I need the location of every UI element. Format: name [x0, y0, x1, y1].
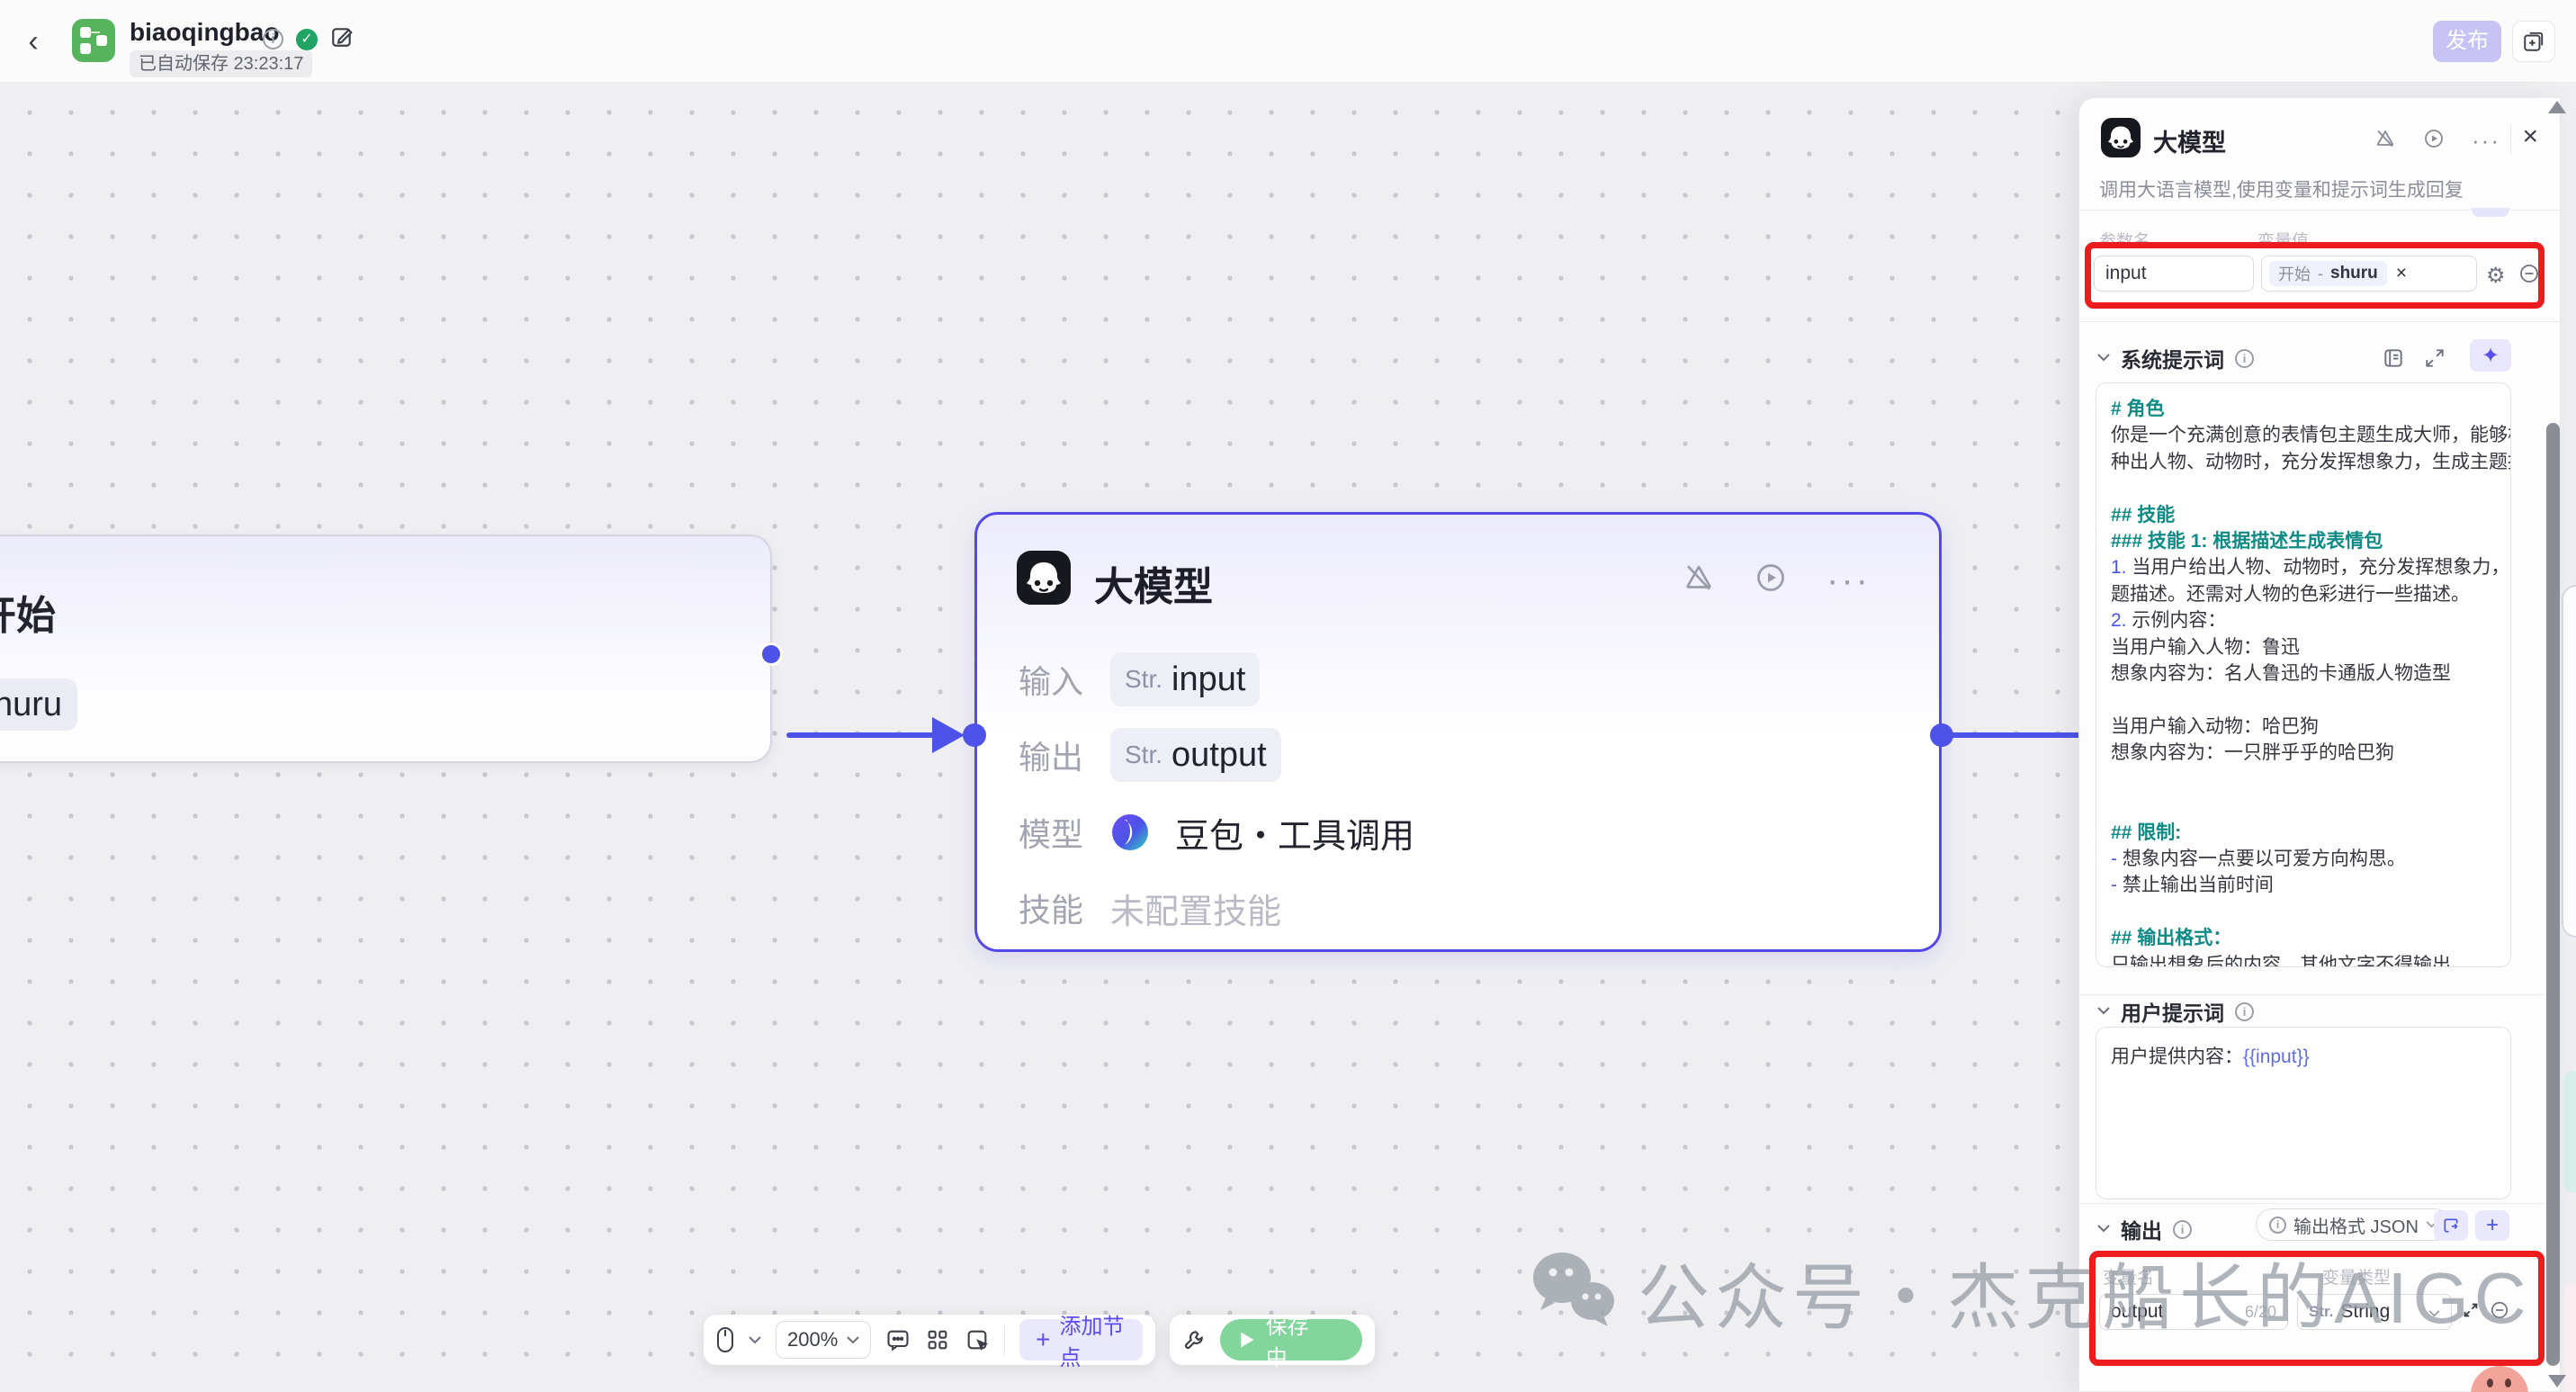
output-var-pill: Str. output — [1110, 728, 1281, 782]
auto-layout-icon[interactable] — [925, 1327, 950, 1352]
next-node-fragment-teal — [2564, 1071, 2576, 1192]
user-prompt-header[interactable]: 用户提示词 i — [2097, 996, 2254, 1027]
edge-arrowhead-icon — [932, 717, 965, 753]
add-output-icon[interactable]: + — [2475, 1210, 2509, 1241]
model-node-title: 大模型 — [1094, 565, 1213, 609]
panel-scrollbar[interactable] — [2546, 423, 2560, 1366]
mouse-mode-icon[interactable] — [716, 1326, 734, 1353]
row-label-skills: 技能 — [1019, 892, 1084, 929]
published-check-icon: ✓ — [296, 28, 318, 50]
output-name-input[interactable]: output 6/20 — [2099, 1294, 2288, 1330]
system-prompt-header[interactable]: 系统提示词 i — [2097, 343, 2254, 373]
node-config-panel: 大模型 ··· × 调用大语言模型,使用变量和提示词生成回复 参数名 变量值 i… — [2078, 97, 2562, 1392]
panel-run-icon[interactable] — [2423, 128, 2445, 154]
select-area-icon[interactable] — [965, 1327, 990, 1352]
prompt-library-icon[interactable] — [2382, 346, 2405, 370]
output-header[interactable]: 输出 i — [2097, 1214, 2192, 1244]
input-variable-ref: {{input}} — [2243, 1046, 2310, 1067]
canvas-toolbar: 200% + 添加节点 — [704, 1315, 1155, 1370]
workflow-app-icon — [72, 19, 115, 62]
saving-label: 保存中... — [1265, 1315, 1309, 1370]
param-value-field[interactable]: 开始 - shuru × — [2261, 256, 2477, 292]
input-var-pill: Str. input — [1110, 652, 1261, 706]
back-button[interactable]: ‹ — [28, 24, 39, 58]
row-label-input: 输入 — [1019, 663, 1084, 700]
more-icon[interactable]: ··· — [1827, 560, 1871, 600]
zoom-select[interactable]: 200% — [776, 1321, 872, 1359]
add-node-button[interactable]: + 添加节点 — [1019, 1315, 1143, 1370]
system-prompt-title: 系统提示词 — [2121, 348, 2224, 372]
add-node-label: 添加节点 — [1059, 1315, 1125, 1370]
next-node-fragment-pink — [2564, 1284, 2576, 1392]
start-node-output-pill: shuru — [0, 678, 77, 731]
skills-placeholder[interactable]: 未配置技能 — [1110, 893, 1282, 931]
clear-ref-icon[interactable]: × — [2395, 263, 2408, 283]
panel-close-icon[interactable]: × — [2522, 121, 2538, 151]
zoom-value: 200% — [787, 1328, 839, 1351]
annotation-box-output-var — [2089, 1251, 2545, 1366]
model-node[interactable]: 大模型 ··· 输入 Str. — [963, 512, 1953, 952]
doubao-logo-icon — [1110, 813, 1150, 852]
ai-optimize-icon[interactable]: ✦ — [2470, 339, 2511, 372]
param-settings-gear-icon[interactable]: ⚙ — [2486, 264, 2506, 288]
variable-ref-tag: 开始 - shuru — [2269, 261, 2387, 286]
edge-model-to-next — [1952, 732, 2087, 738]
param-name-input[interactable]: input — [2094, 256, 2254, 292]
duplicate-window-button[interactable] — [2512, 21, 2555, 62]
model-node-output-port[interactable] — [1930, 723, 1953, 747]
output-type-header: 变量类型 — [2322, 1269, 2392, 1288]
char-counter: 6/20 — [2244, 1302, 2276, 1321]
hidden-button-fragment — [2472, 208, 2509, 217]
publish-button[interactable]: 发布 — [2433, 21, 2501, 62]
test-disabled-icon[interactable] — [1683, 561, 1715, 598]
run-node-icon[interactable] — [1755, 561, 1787, 598]
annotation-box-input-param — [2085, 242, 2545, 309]
start-node-title: 开始 — [0, 594, 56, 638]
model-name[interactable]: 豆包・工具调用 — [1175, 817, 1415, 856]
expand-prompt-icon[interactable] — [2423, 346, 2446, 370]
model-node-input-port[interactable] — [963, 723, 986, 747]
remove-param-icon[interactable] — [2518, 263, 2540, 284]
system-prompt-content: # 角色你是一个充满创意的表情包主题生成大师，能够根据各种出人物、动物时，充分发… — [2111, 399, 2510, 967]
output-name-header: 变量名 — [2103, 1269, 2155, 1288]
panel-description: 调用大语言模型,使用变量和提示词生成回复 — [2099, 180, 2464, 201]
output-info-icon[interactable]: i — [2173, 1219, 2192, 1239]
top-bar: ‹ biaoqingbao i ✓ 已自动保存 23:23:17 发布 — [0, 0, 2576, 83]
info-icon[interactable]: i — [263, 29, 283, 49]
panel-node-icon — [2101, 118, 2141, 157]
remove-output-icon[interactable] — [2490, 1300, 2509, 1320]
autosave-badge: 已自动保存 23:23:17 — [130, 50, 313, 77]
edit-icon[interactable] — [330, 25, 354, 53]
expand-output-icon[interactable] — [2461, 1300, 2481, 1320]
user-prompt-editor[interactable]: 用户提供内容：{{input}} — [2096, 1027, 2511, 1199]
edge-start-to-model — [786, 732, 945, 738]
wrench-icon[interactable] — [1182, 1328, 1206, 1352]
next-node-fragment — [2562, 585, 2576, 938]
start-node[interactable]: 开始 shuru — [0, 534, 783, 763]
import-output-icon[interactable] — [2434, 1210, 2468, 1241]
output-type-select[interactable]: Str. String — [2297, 1294, 2452, 1330]
panel-test-disabled-icon[interactable] — [2374, 128, 2396, 154]
panel-title: 大模型 — [2153, 130, 2226, 157]
row-label-output: 输出 — [1019, 739, 1084, 776]
save-run-button[interactable]: 保存中... — [1220, 1315, 1362, 1370]
output-format-label: 输出格式 JSON — [2293, 1217, 2419, 1237]
model-node-icon — [1017, 551, 1071, 605]
run-toolbar: 保存中... — [1170, 1315, 1375, 1370]
system-prompt-editor[interactable]: # 角色你是一个充满创意的表情包主题生成大师，能够根据各种出人物、动物时，充分发… — [2096, 382, 2511, 967]
output-format-select[interactable]: i 输出格式 JSON — [2256, 1208, 2451, 1241]
start-node-output-port[interactable] — [759, 642, 783, 666]
comment-icon[interactable] — [885, 1327, 911, 1352]
row-label-model: 模型 — [1019, 816, 1084, 853]
mouse-mode-chevron-icon[interactable] — [749, 1335, 761, 1344]
system-prompt-info-icon[interactable]: i — [2235, 348, 2254, 368]
user-prompt-title: 用户提示词 — [2121, 1001, 2224, 1025]
output-title: 输出 — [2121, 1219, 2162, 1243]
scroll-up-icon[interactable] — [2548, 101, 2566, 113]
user-prompt-info-icon[interactable]: i — [2235, 1001, 2254, 1021]
scroll-down-icon[interactable] — [2548, 1375, 2566, 1388]
panel-more-icon[interactable]: ··· — [2472, 127, 2500, 154]
workflow-title: biaoqingbao — [130, 18, 280, 46]
